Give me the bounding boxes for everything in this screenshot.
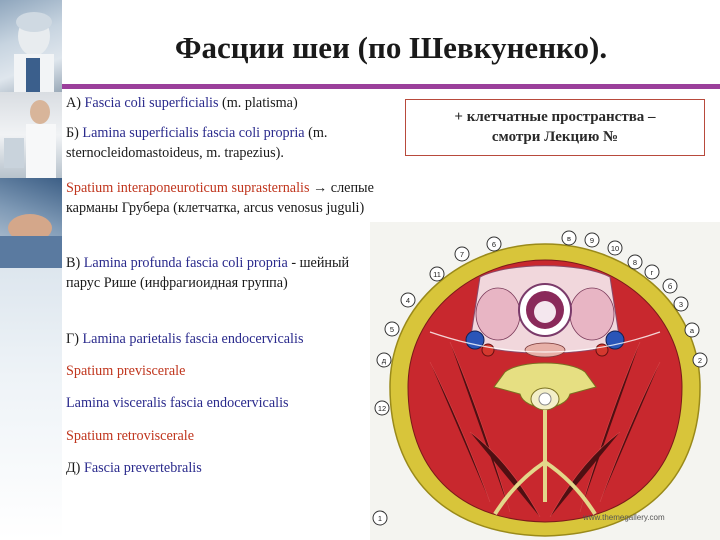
list-item-d: Д) Fascia prevertebralis xyxy=(66,460,202,476)
list-item-retrovisceral-space: Spatium retroviscerale xyxy=(66,428,195,444)
label-2: 2 xyxy=(692,352,708,368)
svg-text:10: 10 xyxy=(611,244,619,253)
list-item-g: Г) Lamina parietalis fascia endocervical… xyxy=(66,331,304,347)
note-line-2: смотри Лекцию № xyxy=(491,129,619,145)
title-divider xyxy=(62,84,720,89)
svg-text:3: 3 xyxy=(679,300,683,309)
figure-credit: www.themegallery.com xyxy=(583,513,665,522)
thyroid-left-lobe xyxy=(475,287,521,341)
fascia-line xyxy=(429,331,661,353)
label-9: 9 xyxy=(584,232,600,248)
label-6: 6 xyxy=(486,236,502,252)
label-8: 8 xyxy=(627,254,643,270)
thyroid-right-lobe xyxy=(569,287,615,341)
svg-text:а: а xyxy=(690,326,695,335)
label-v: в xyxy=(561,230,577,246)
svg-text:в: в xyxy=(567,234,571,243)
svg-text:12: 12 xyxy=(378,404,386,413)
neck-cross-section-svg: 1 2 3 4 5 6 7 8 9 10 11 12 а б в г д xyxy=(372,230,708,537)
label-7: 7 xyxy=(454,246,470,262)
label-3: 3 xyxy=(673,296,689,312)
right-jugular-vein xyxy=(605,330,625,350)
label-5: 5 xyxy=(384,321,400,337)
muscle-fibers xyxy=(429,341,661,518)
svg-text:г: г xyxy=(651,268,654,277)
svg-text:7: 7 xyxy=(460,250,464,259)
doctor-photo xyxy=(0,0,62,92)
list-item-visceral-lamina: Lamina visceralis fascia endocervicalis xyxy=(66,395,289,411)
svg-text:6: 6 xyxy=(492,240,496,249)
svg-text:11: 11 xyxy=(433,270,441,279)
svg-text:9: 9 xyxy=(590,236,594,245)
photo-fade xyxy=(0,268,62,540)
label-11: 11 xyxy=(429,266,445,282)
svg-text:1: 1 xyxy=(378,514,382,523)
neck-cross-section-illustration: 1 2 3 4 5 6 7 8 9 10 11 12 а б в г д www… xyxy=(370,222,720,540)
page-title: Фасции шеи (по Шевкуненко). xyxy=(174,30,608,65)
label-b: б xyxy=(662,278,678,294)
note-box: + клетчатные пространства – смотри Лекци… xyxy=(405,99,705,156)
label-4: 4 xyxy=(400,292,416,308)
svg-text:8: 8 xyxy=(633,258,637,267)
svg-text:б: б xyxy=(668,282,672,291)
figure-labels: 1 2 3 4 5 6 7 8 9 10 11 12 а б в г д xyxy=(372,230,708,526)
list-item-b: Б) Lamina superficialis fascia coli prop… xyxy=(66,125,328,161)
list-item-previsceral-space: Spatium previscerale xyxy=(66,363,186,379)
esophagus xyxy=(524,342,566,358)
vertebra-body xyxy=(493,362,597,408)
hands-photo xyxy=(0,178,62,268)
label-10: 10 xyxy=(607,240,623,256)
svg-text:д: д xyxy=(382,356,387,365)
svg-text:4: 4 xyxy=(406,296,410,305)
note-line-1: + клетчатные пространства – xyxy=(454,109,656,125)
label-12: 12 xyxy=(374,400,390,416)
label-a: а xyxy=(684,322,700,338)
list-item-suprasternal-space: Spatium interaponeuroticum suprasternali… xyxy=(66,180,374,216)
spinal-cord xyxy=(538,392,552,406)
left-jugular-vein xyxy=(465,330,485,350)
nuchal-septum xyxy=(493,410,597,516)
label-1: 1 xyxy=(372,510,388,526)
label-g: г xyxy=(644,264,660,280)
trachea-lumen xyxy=(534,301,556,323)
svg-text:5: 5 xyxy=(390,325,394,334)
list-item-v: В) Lamina profunda fascia coli propria -… xyxy=(66,255,350,291)
list-item-a: А) Fascia coli superficialis (m. platism… xyxy=(66,95,298,111)
lab-photo xyxy=(0,92,62,178)
svg-text:2: 2 xyxy=(698,356,702,365)
label-d: д xyxy=(376,352,392,368)
decorative-photo-strip xyxy=(0,0,62,540)
